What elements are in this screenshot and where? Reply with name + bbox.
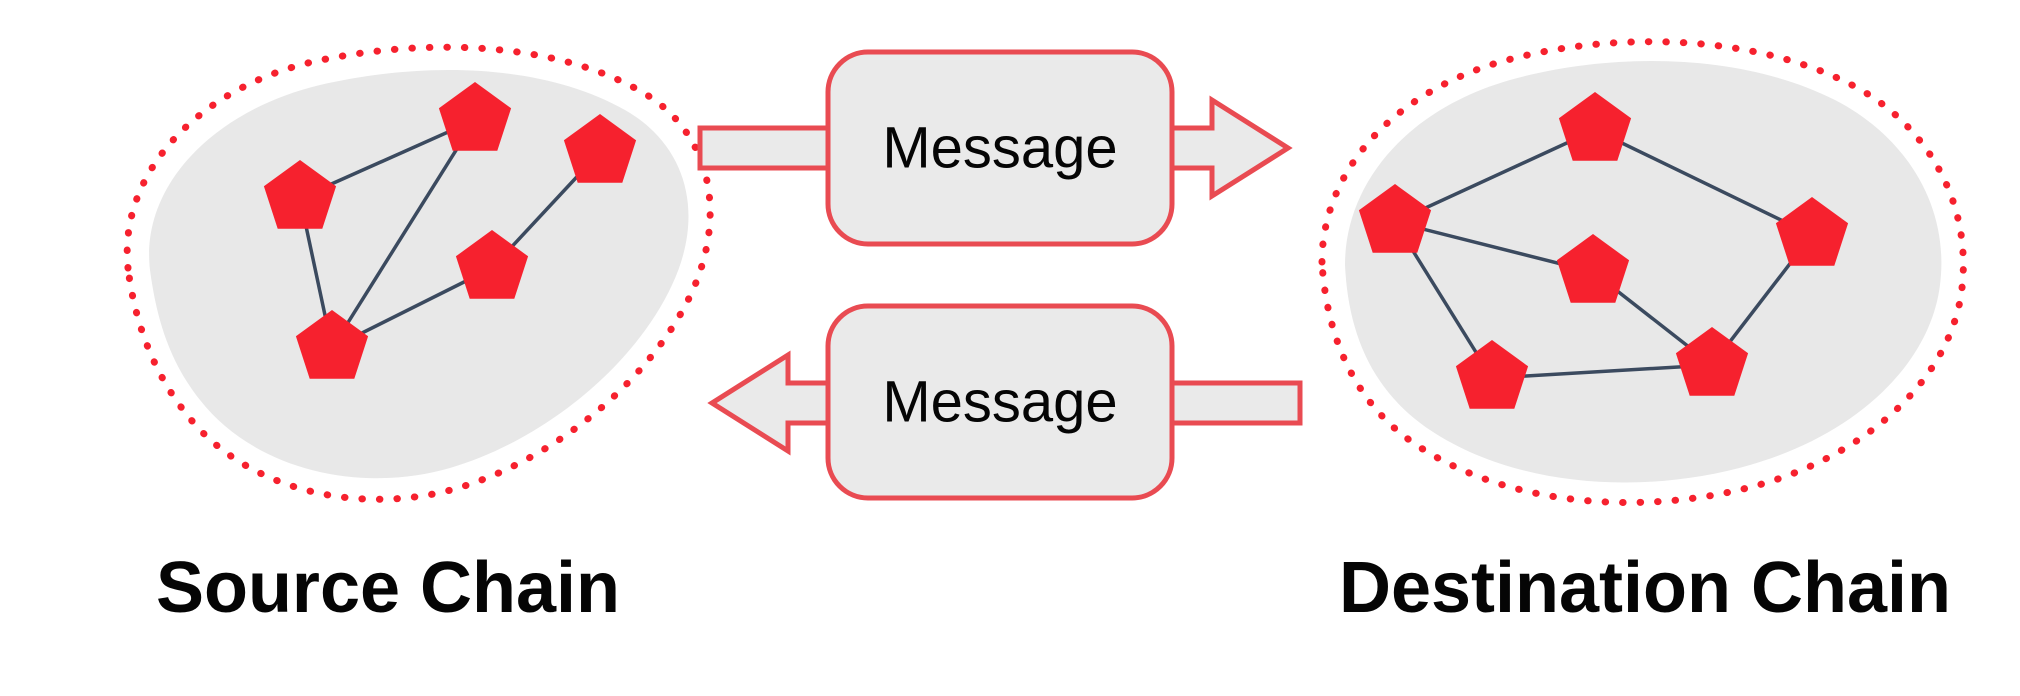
destination-chain-dotted-boundary	[1318, 38, 1967, 506]
source-chain-group	[123, 43, 714, 503]
source-chain-dotted-boundary	[123, 43, 714, 503]
network-edge	[330, 119, 477, 349]
message-label-top: Message	[882, 116, 1117, 181]
source-chain-label: Source Chain	[156, 548, 620, 628]
message-box-top	[825, 49, 1175, 247]
arrow-left-tail	[1167, 380, 1303, 426]
destination-chain-blob	[1345, 61, 1942, 483]
network-edge	[1491, 363, 1713, 380]
message-box-bottom	[825, 303, 1175, 501]
arrow-left-icon	[707, 350, 833, 456]
network-edge	[1394, 128, 1596, 224]
destination-chain-label: Destination Chain	[1339, 548, 1951, 628]
message-label-bottom: Message	[882, 370, 1117, 435]
destination-chain-group	[1318, 38, 1967, 506]
arrow-right-icon	[1167, 95, 1293, 201]
message-top-group: Message	[697, 49, 1293, 247]
network-edge	[1594, 128, 1813, 237]
message-bottom-group: Message	[707, 303, 1303, 501]
arrow-right-tail	[697, 125, 833, 171]
